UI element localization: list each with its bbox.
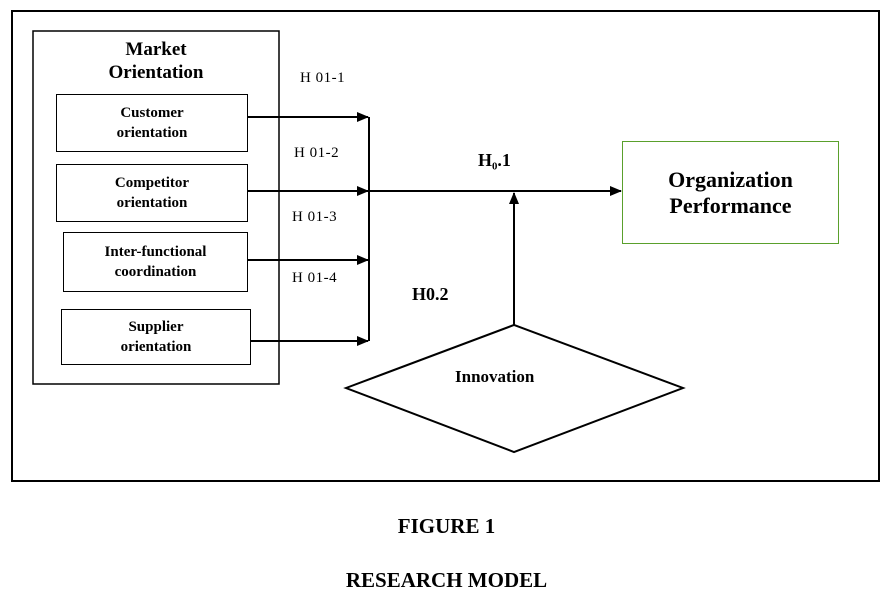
hypothesis-label-3: H 01-3 bbox=[292, 209, 338, 225]
market-orientation-group-box bbox=[32, 30, 280, 385]
hypothesis-label-1: H 01-1 bbox=[300, 70, 346, 86]
figure-number: FIGURE 1 bbox=[397, 514, 496, 538]
diagram-frame bbox=[11, 10, 880, 482]
competitor-orientation-box: Competitor orientation bbox=[56, 164, 248, 222]
innovation-diamond bbox=[343, 323, 686, 454]
moderation-hypothesis-label: H0.2 bbox=[412, 284, 449, 304]
supplier-orientation-box: Supplier orientation bbox=[61, 309, 251, 365]
hypothesis-label-2: H 01-2 bbox=[294, 145, 340, 161]
innovation-label: Innovation bbox=[455, 367, 535, 386]
customer-orientation-box: Customer orientation bbox=[56, 94, 248, 152]
main-hypothesis-label: H₀.1 bbox=[478, 150, 511, 170]
market-orientation-title: Market Orientation bbox=[108, 39, 204, 83]
figure-title: RESEARCH MODEL bbox=[345, 568, 548, 592]
interfunctional-coordination-box: Inter-functional coordination bbox=[63, 232, 248, 292]
hypothesis-label-4: H 01-4 bbox=[292, 270, 338, 286]
organization-performance-box: Organization Performance bbox=[622, 141, 839, 244]
